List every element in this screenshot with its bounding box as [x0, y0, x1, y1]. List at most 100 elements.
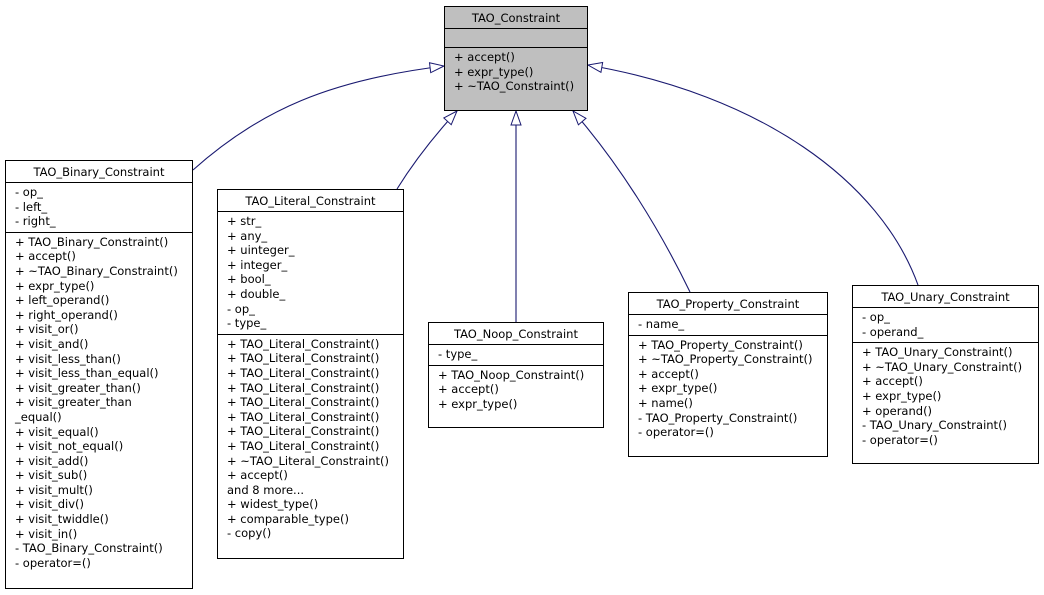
member: - operand_ — [862, 324, 924, 339]
member: + TAO_Literal_Constraint() — [227, 336, 380, 351]
member: - op_ — [862, 310, 890, 324]
member: + TAO_Literal_Constraint() — [227, 438, 380, 453]
member: + str_ — [227, 214, 262, 228]
member: + TAO_Literal_Constraint() — [227, 380, 380, 395]
member: + widest_type() — [227, 497, 319, 512]
class-box-tao-binary-constraint[interactable]: TAO_Binary_Constraint - op_- left_- righ… — [5, 160, 193, 589]
link-property-to-base — [573, 111, 691, 293]
class-box-tao-literal-constraint[interactable]: TAO_Literal_Constraint + str_+ any_+ uin… — [217, 189, 404, 559]
member: - op_ — [15, 185, 43, 199]
attributes-section: - op_- left_- right_ — [6, 183, 192, 233]
link-unary-to-base — [588, 65, 919, 286]
operations-section: + TAO_Literal_Constraint()+ TAO_Literal_… — [218, 335, 403, 544]
attributes-section: + str_+ any_+ uinteger_+ integer_+ bool_… — [218, 212, 403, 335]
member: + visit_less_than_equal() — [15, 366, 159, 381]
member: + accept() — [862, 374, 923, 389]
member: and 8 more... — [227, 482, 305, 497]
member: + visit_add() — [15, 453, 89, 468]
member: + name() — [638, 395, 693, 410]
attributes-section: - type_ — [429, 345, 603, 366]
operations-section: + TAO_Property_Constraint()+ ~TAO_Proper… — [629, 336, 827, 443]
class-name: TAO_Unary_Constraint — [853, 286, 1038, 308]
class-box-tao-noop-constraint[interactable]: TAO_Noop_Constraint - type_ + TAO_Noop_C… — [428, 322, 604, 428]
member: + integer_ — [227, 257, 288, 272]
attributes-section: - op_- operand_ — [853, 308, 1038, 344]
operations-section: + TAO_Noop_Constraint()+ accept()+ expr_… — [429, 366, 603, 415]
member: + comparable_type() — [227, 511, 349, 526]
member: + expr_type() — [438, 396, 518, 411]
member: - TAO_Property_Constraint() — [638, 410, 798, 425]
member: - op_ — [227, 301, 255, 316]
member: + visit_less_than() — [15, 351, 121, 366]
operations-section: + accept()+ expr_type()+ ~TAO_Constraint… — [445, 48, 587, 97]
member: + visit_not_equal() — [15, 439, 124, 454]
member: + ~TAO_Property_Constraint() — [638, 352, 813, 367]
class-name: TAO_Literal_Constraint — [218, 190, 403, 212]
member: + any_ — [227, 228, 268, 243]
link-literal-to-base — [396, 111, 457, 190]
member: + accept() — [638, 366, 699, 381]
member: + visit_sub() — [15, 468, 88, 483]
member: + visit_or() — [15, 322, 79, 337]
member: - left_ — [15, 199, 48, 214]
member: + TAO_Literal_Constraint() — [227, 351, 380, 366]
member: + bool_ — [227, 272, 271, 287]
member: + right_operand() — [15, 307, 118, 322]
member: - TAO_Unary_Constraint() — [862, 418, 1008, 433]
attributes-section: - name_ — [629, 315, 827, 336]
member: + expr_type() — [638, 381, 718, 396]
link-binary-to-base — [192, 66, 444, 171]
class-name: TAO_Constraint — [445, 7, 587, 29]
member: + visit_in() — [15, 526, 78, 541]
member: - operator=() — [862, 432, 938, 447]
member: + double_ — [227, 286, 286, 301]
member: + accept() — [438, 382, 499, 397]
member: + accept() — [227, 468, 288, 483]
member: + visit_div() — [15, 497, 85, 512]
member: + TAO_Literal_Constraint() — [227, 424, 380, 439]
member: - operator=() — [638, 425, 714, 440]
class-box-tao-property-constraint[interactable]: TAO_Property_Constraint - name_ + TAO_Pr… — [628, 292, 828, 457]
member: + expr_type() — [862, 388, 942, 403]
member: + accept() — [454, 50, 515, 64]
member: + TAO_Literal_Constraint() — [227, 365, 380, 380]
member: + TAO_Literal_Constraint() — [227, 395, 380, 410]
member: + TAO_Property_Constraint() — [638, 337, 803, 352]
member: + visit_greater_than — [15, 395, 132, 410]
member: _equal() — [15, 409, 62, 424]
class-box-tao-constraint[interactable]: TAO_Constraint + accept()+ expr_type()+ … — [444, 6, 588, 111]
member: - copy() — [227, 526, 272, 541]
member: - name_ — [638, 317, 685, 331]
member: + visit_greater_than() — [15, 380, 141, 395]
class-name: TAO_Property_Constraint — [629, 293, 827, 315]
class-name: TAO_Noop_Constraint — [429, 323, 603, 345]
member: + TAO_Binary_Constraint() — [15, 234, 169, 249]
operations-section: + TAO_Binary_Constraint()+ accept()+ ~TA… — [6, 233, 192, 574]
member: + uinteger_ — [227, 243, 295, 258]
member: + ~TAO_Binary_Constraint() — [15, 263, 178, 278]
member: + visit_equal() — [15, 424, 99, 439]
member: - operator=() — [15, 555, 91, 570]
member: - type_ — [438, 347, 478, 361]
attributes-section — [445, 29, 587, 48]
member: + expr_type() — [454, 64, 534, 79]
member: + TAO_Unary_Constraint() — [862, 345, 1013, 360]
class-name: TAO_Binary_Constraint — [6, 161, 192, 183]
member: + visit_twiddle() — [15, 512, 109, 527]
member: + TAO_Literal_Constraint() — [227, 409, 380, 424]
member: + expr_type() — [15, 278, 95, 293]
operations-section: + TAO_Unary_Constraint()+ ~TAO_Unary_Con… — [853, 343, 1038, 450]
class-box-tao-unary-constraint[interactable]: TAO_Unary_Constraint - op_- operand_ + T… — [852, 285, 1039, 464]
member: + TAO_Noop_Constraint() — [438, 367, 585, 382]
member: + visit_and() — [15, 336, 89, 351]
member: + ~TAO_Unary_Constraint() — [862, 359, 1023, 374]
member: - TAO_Binary_Constraint() — [15, 541, 163, 556]
member: - right_ — [15, 214, 56, 229]
member: + ~TAO_Constraint() — [454, 79, 575, 94]
member: + operand() — [862, 403, 933, 418]
member: - type_ — [227, 316, 267, 331]
member: + ~TAO_Literal_Constraint() — [227, 453, 390, 468]
member: + visit_mult() — [15, 482, 93, 497]
member: + left_operand() — [15, 293, 110, 308]
